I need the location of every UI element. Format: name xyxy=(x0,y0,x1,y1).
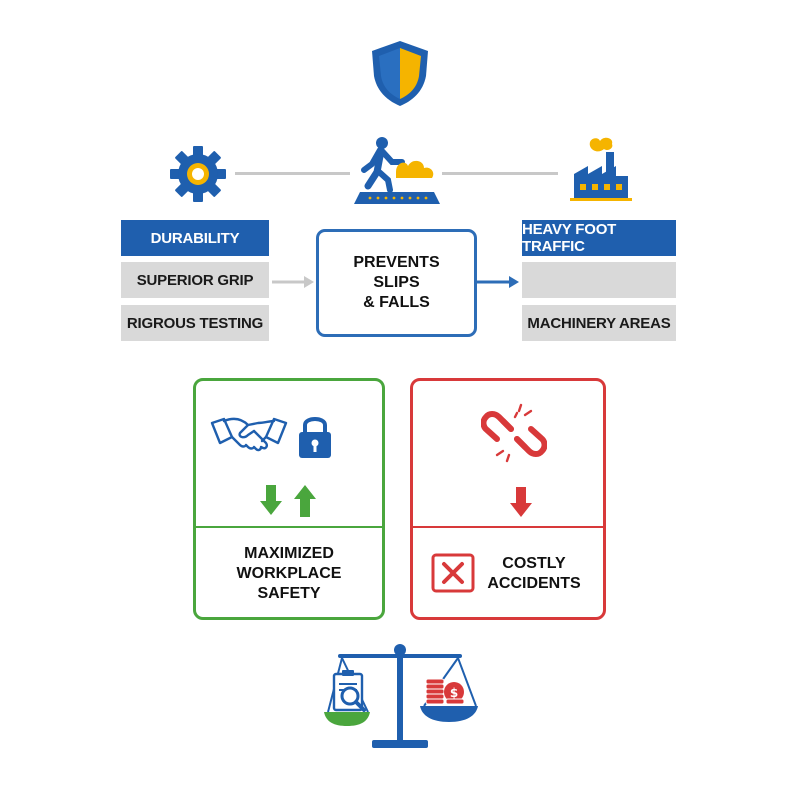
handshake-icon xyxy=(210,417,288,452)
positive-line-1: MAXIMIZED xyxy=(244,545,334,562)
negative-line-1: COSTLY xyxy=(502,555,566,572)
center-box-prevents-slips-falls: PREVENTS SLIPS & FALLS xyxy=(316,229,477,337)
center-line-3: & FALLS xyxy=(363,294,430,311)
positive-outcome-text: MAXIMIZED WORKPLACE SAFETY xyxy=(196,544,382,604)
down-arrow-icon xyxy=(510,487,532,517)
label-heavy-foot-traffic: HEAVY FOOT TRAFFIC xyxy=(522,220,676,256)
panel-negative-divider xyxy=(413,526,603,528)
balance-scale-icon: $ xyxy=(324,644,478,748)
worker-walking-icon xyxy=(354,137,440,204)
up-down-arrows-icon xyxy=(260,485,316,517)
connector-line-right xyxy=(442,172,558,175)
label-superior-grip: SUPERIOR GRIP xyxy=(121,262,269,298)
panel-positive-outcome: MAXIMIZED WORKPLACE SAFETY xyxy=(193,378,385,620)
center-line-1: PREVENTS xyxy=(353,254,440,271)
label-rigrous-testing: RIGROUS TESTING xyxy=(121,305,269,341)
broken-chain-icon xyxy=(481,403,547,463)
label-machinery-areas: MACHINERY AREAS xyxy=(522,305,676,341)
center-line-2: SLIPS xyxy=(373,274,420,291)
shield-icon xyxy=(372,41,428,106)
x-box-icon xyxy=(431,553,475,593)
negative-outcome-text: COSTLY ACCIDENTS xyxy=(479,554,589,594)
label-blank xyxy=(522,262,676,298)
negative-line-2: ACCIDENTS xyxy=(487,575,581,592)
padlock-icon xyxy=(299,417,331,458)
panel-negative-outcome: COSTLY ACCIDENTS xyxy=(410,378,606,620)
positive-line-2: WORKPLACE xyxy=(236,565,342,582)
gear-icon xyxy=(170,146,226,202)
input-arrow xyxy=(272,276,314,288)
svg-text:$: $ xyxy=(450,686,458,700)
panel-positive-divider xyxy=(196,526,382,528)
factory-icon xyxy=(570,137,632,201)
output-arrow xyxy=(477,276,519,288)
label-durability: DURABILITY xyxy=(121,220,269,256)
connector-line-left xyxy=(235,172,350,175)
positive-line-3: SAFETY xyxy=(257,585,321,602)
